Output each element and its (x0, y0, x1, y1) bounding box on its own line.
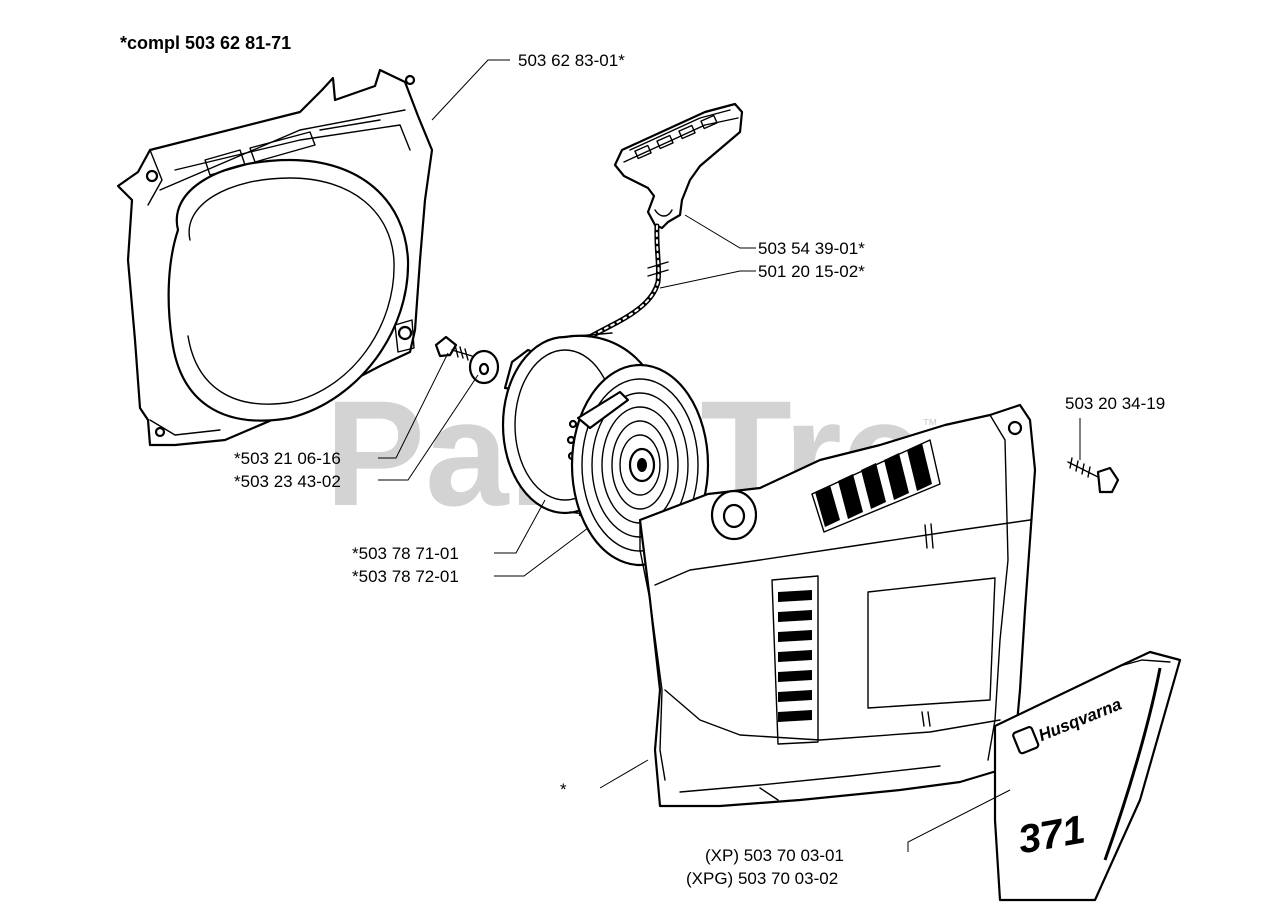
screw-left-part (434, 335, 473, 361)
label-starter-handle: 503 54 39-01* (758, 239, 865, 258)
fan-housing-part (116, 68, 434, 447)
label-screw-right: 503 20 34-19 (1065, 394, 1165, 413)
label-decal-xp: (XP) 503 70 03-01 (705, 846, 844, 865)
label-decal-xpg: (XPG) 503 70 03-02 (686, 869, 838, 888)
starter-handle-part (613, 102, 744, 230)
decal-part: Husqvarna 371 (993, 650, 1182, 902)
screw-right-part (1067, 457, 1120, 494)
assembly-title: *compl 503 62 81-71 (120, 33, 291, 53)
label-starter-cover: * (560, 780, 567, 799)
leader-lines (378, 59, 1081, 852)
label-starter-rope: 501 20 15-02* (758, 262, 865, 281)
label-washer: *503 23 43-02 (234, 472, 341, 491)
label-recoil-spring: *503 78 72-01 (352, 567, 459, 586)
starter-cover-part (638, 403, 1037, 808)
label-screw-left: *503 21 06-16 (234, 449, 341, 468)
washer-part (468, 349, 500, 385)
label-pulley: *503 78 71-01 (352, 544, 459, 563)
label-fan-housing: 503 62 83-01* (518, 51, 625, 70)
